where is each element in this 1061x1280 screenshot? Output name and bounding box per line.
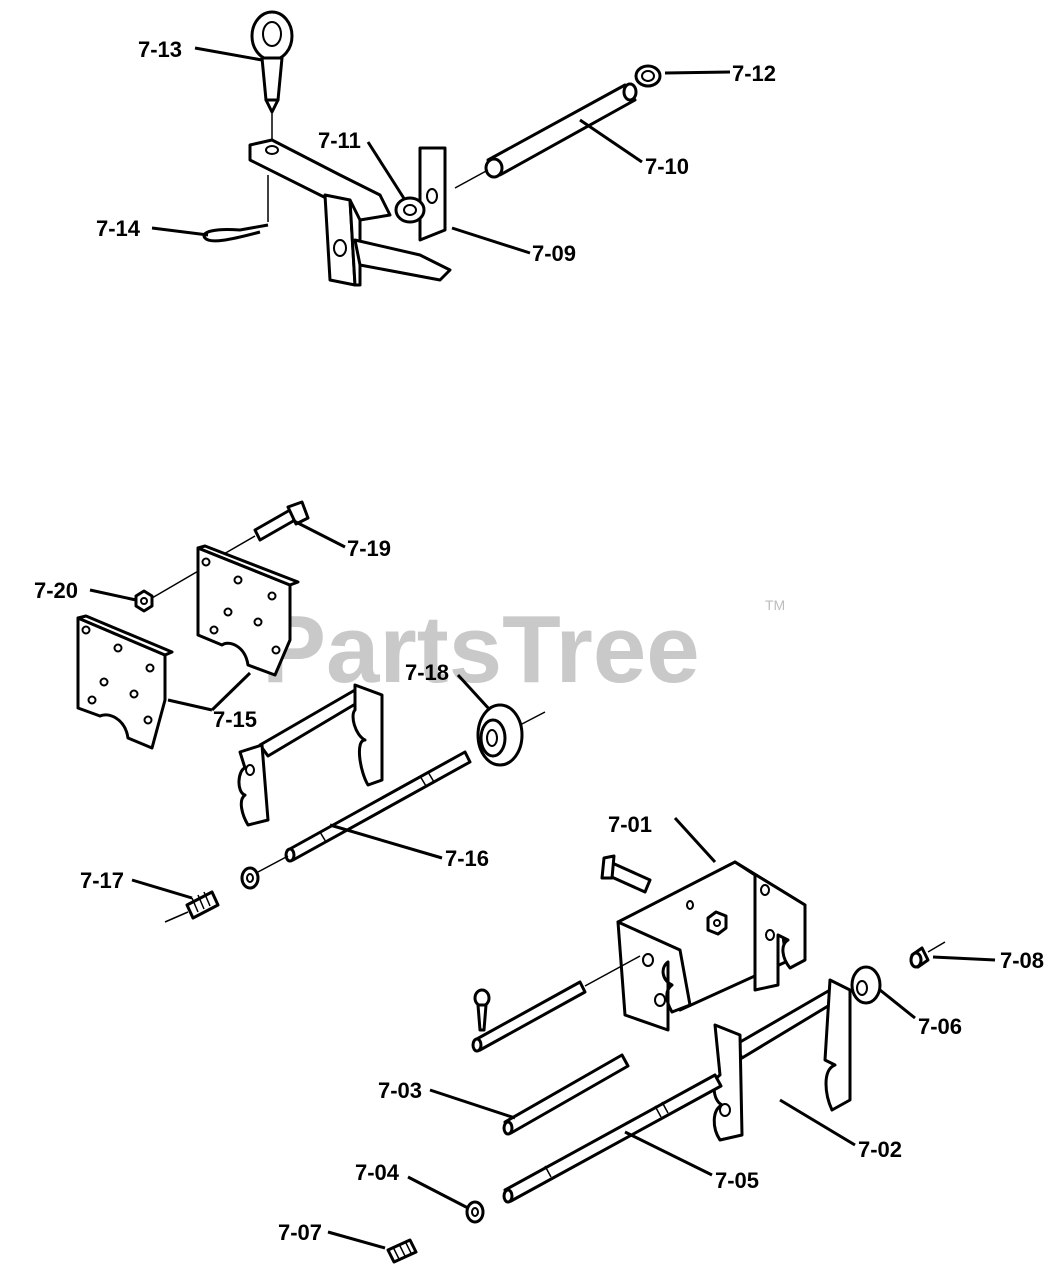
part-axle xyxy=(284,750,472,863)
label-7-05: 7-05 xyxy=(715,1168,759,1193)
label-7-14: 7-14 xyxy=(96,216,141,241)
label-7-11: 7-11 xyxy=(318,128,361,153)
label-7-19: 7-19 xyxy=(347,536,391,561)
watermark-text: PartsTree xyxy=(262,596,700,703)
label-7-03: 7-03 xyxy=(378,1078,422,1103)
part-cotter-pin xyxy=(473,988,491,1032)
part-hairpin-clip xyxy=(202,223,269,243)
part-hitch-bracket xyxy=(248,138,452,287)
part-retaining-ring xyxy=(634,64,662,88)
part-lever-assembly xyxy=(237,683,384,827)
part-washer xyxy=(850,965,882,1005)
label-7-01: 7-01 xyxy=(608,812,652,837)
part-spring xyxy=(164,890,220,923)
label-7-02: 7-02 xyxy=(858,1137,902,1162)
part-labels: 7-13 7-11 7-12 7-10 7-09 7-14 7-19 7-20 … xyxy=(34,37,1044,1245)
part-small-bushing xyxy=(909,941,946,969)
part-lever-bracket xyxy=(712,978,852,1142)
part-wheel xyxy=(476,703,546,767)
label-7-18: 7-18 xyxy=(405,660,449,685)
part-e-clip xyxy=(465,1200,485,1224)
part-shaft xyxy=(454,82,638,189)
part-u-bracket xyxy=(616,860,807,1032)
part-e-clip-left xyxy=(240,855,289,890)
label-7-08: 7-08 xyxy=(1000,948,1044,973)
part-hitch-pin xyxy=(250,10,294,140)
label-7-07: 7-07 xyxy=(278,1220,322,1245)
part-plate-rear xyxy=(196,544,300,677)
leader-lines xyxy=(89,46,996,1250)
part-nut-left xyxy=(134,569,201,613)
label-7-12: 7-12 xyxy=(732,61,776,86)
label-7-17: 7-17 xyxy=(80,868,124,893)
label-7-20: 7-20 xyxy=(34,578,78,603)
part-bolt-bracket xyxy=(600,854,652,894)
part-nut-bracket xyxy=(706,910,728,936)
label-7-06: 7-06 xyxy=(918,1014,962,1039)
label-7-10: 7-10 xyxy=(645,154,689,179)
part-rod xyxy=(502,1053,630,1136)
label-7-09: 7-09 xyxy=(532,241,576,266)
part-clevis-pin xyxy=(471,955,641,1053)
part-bushing xyxy=(394,196,426,224)
label-7-13: 7-13 xyxy=(138,37,182,62)
part-plate-front xyxy=(76,614,174,750)
part-long-shaft xyxy=(502,1073,723,1204)
watermark-trademark: TM xyxy=(765,597,785,613)
label-7-04: 7-04 xyxy=(355,1160,400,1185)
label-7-15: 7-15 xyxy=(213,707,257,732)
label-7-16: 7-16 xyxy=(445,846,489,871)
part-spring-bottom xyxy=(386,1238,418,1264)
